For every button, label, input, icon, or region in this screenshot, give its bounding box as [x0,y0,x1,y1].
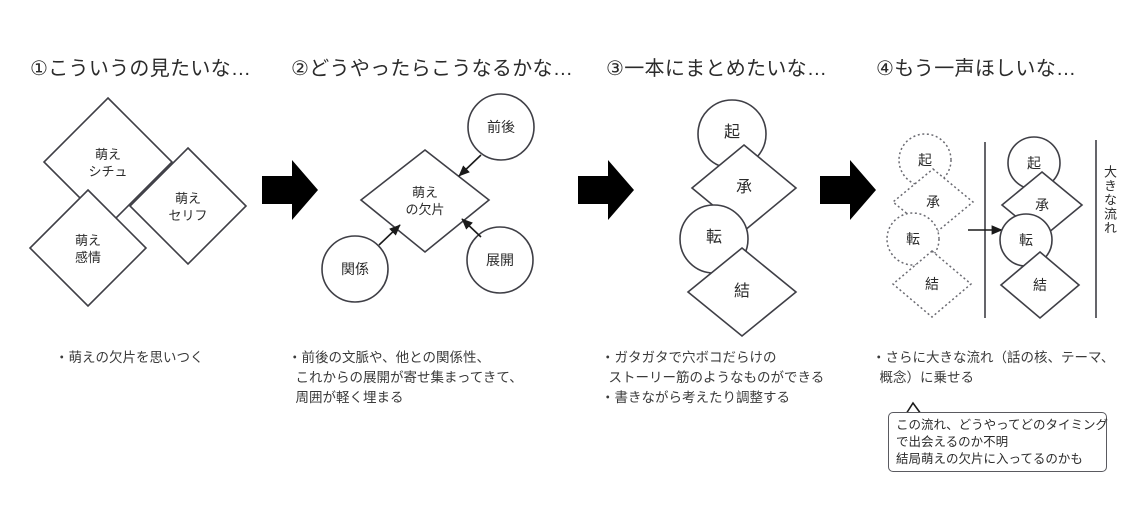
p4-ghost-circle-ten [886,212,940,266]
panel-1-caption: ・萌えの欠片を思いつく [55,350,204,365]
p2-arrow-kankei [378,224,401,246]
block-arrow-2-to-3 [578,160,634,220]
p2-arrow-tenkai [461,218,482,238]
panel-1-title: ①こういうの見たいな… [30,58,252,80]
p4-ghost-diamond-ketsu [891,250,973,318]
p2-circle-zengo [467,93,535,161]
p1-diamond-moe-serif [128,146,248,266]
block-arrow-3-to-4 [820,160,876,220]
p4-vertical-label: 大きな流れ [1102,165,1117,235]
panel-2-title: ②どうやったらこうなるかな… [291,58,574,80]
note-bubble-tail [905,401,922,415]
p2-arrow-zengo [458,154,482,177]
panel-3-title: ③一本にまとめたいな… [606,58,828,80]
panel-4-caption: ・さらに大きな流れ（話の核、テーマ、 概念）に乗せる [872,350,1115,385]
panel-4-note: この流れ、どうやってどのタイミング で出会えるのか不明 結局萌えの欠片に入ってる… [888,412,1108,472]
p3-diamond-ketsu [686,246,798,338]
p2-circle-kankei [321,235,389,303]
p1-diamond-moe-kanjo [28,188,148,308]
panel-4-title: ④もう一声ほしいな… [876,58,1077,80]
p4-diamond-ketsu [999,250,1081,320]
block-arrow-1-to-2 [262,160,318,220]
panel-2-caption: ・前後の文脈や、他との関係性、 これからの展開が寄せ集まってきて、 周囲が軽く埋… [288,350,523,405]
p2-diamond-moe-no-kakera [359,148,491,254]
panel-3-caption: ・ガタガタで穴ボコだらけの ストーリー筋のようなものができる ・書きながら考えた… [601,350,825,405]
p2-circle-tenkai [466,226,534,294]
